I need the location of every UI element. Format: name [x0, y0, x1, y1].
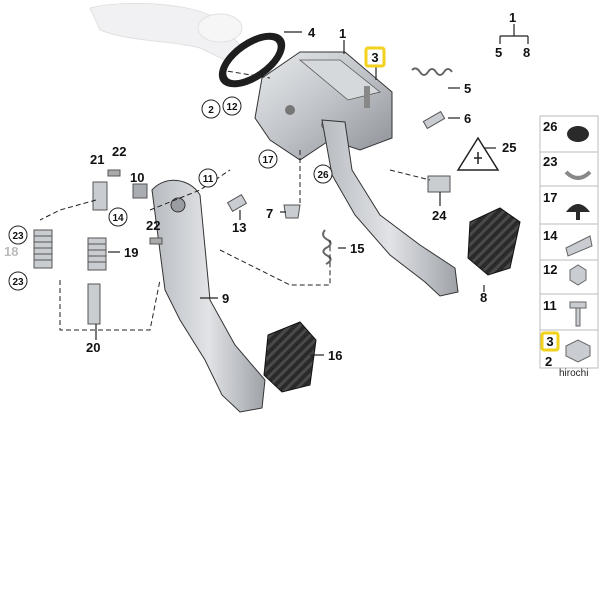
rubber-grommet-icon: [567, 126, 589, 142]
svg-text:23: 23: [12, 231, 24, 242]
svg-text:12: 12: [226, 102, 238, 113]
callout-6: 6: [464, 111, 471, 126]
callout-13: 13: [232, 220, 246, 235]
svg-text:14: 14: [112, 213, 124, 224]
spring-15: [322, 229, 332, 265]
svg-text:26: 26: [317, 170, 329, 181]
callout-4: 4: [308, 25, 316, 40]
legend-item-23: 23: [539, 151, 599, 187]
callout-18: 18: [4, 244, 18, 259]
callout-21: 21: [90, 152, 104, 167]
callouts: 1 4 5 6 25 24 15 8 9 16 19 20 21 22 22 1…: [4, 10, 530, 363]
svg-text:11: 11: [203, 174, 214, 185]
circled-callouts: 2 12 11 17 26 14 23 23: [8, 96, 333, 291]
circle-callout-23b: 23: [8, 271, 28, 291]
legend-item-26: 26: [539, 115, 599, 153]
callout-9: 9: [222, 291, 229, 306]
clip-icon: [564, 170, 592, 180]
callout-16: 16: [328, 348, 342, 363]
return-spring-5: [411, 67, 453, 76]
circle-callout-12: 12: [222, 96, 242, 116]
spring-clip-icon: [565, 235, 593, 257]
svg-text:14: 14: [543, 228, 558, 243]
bolt-13: [226, 193, 248, 213]
callout-24: 24: [432, 208, 447, 223]
circle-callout-17: 17: [258, 149, 278, 169]
rod-20: [87, 283, 101, 325]
callout-22b: 22: [146, 218, 160, 233]
sensor-24: [427, 175, 451, 193]
pin-22a: [107, 169, 121, 177]
spring-19: [87, 237, 107, 271]
callout-10: 10: [130, 170, 144, 185]
circle-callout-14: 14: [108, 207, 128, 227]
collar-nut-icon: [565, 339, 591, 363]
booster-ghost: [89, 2, 243, 61]
svg-text:11: 11: [543, 298, 557, 313]
svg-text:2: 2: [545, 354, 552, 369]
callout-8: 8: [480, 290, 487, 305]
clutch-pedal-pad: [263, 321, 317, 393]
pin-6: [422, 110, 446, 130]
svg-text:17: 17: [262, 155, 274, 166]
key-child-b: 8: [523, 45, 530, 60]
svg-text:17: 17: [543, 190, 557, 205]
hex-nut-icon: [569, 264, 587, 286]
clutch-pedal: [151, 179, 266, 413]
legend-item-17: 17: [539, 185, 599, 225]
pedal-bracket: [254, 51, 393, 161]
svg-text:2: 2: [208, 105, 214, 116]
circle-callout-11: 11: [198, 168, 218, 188]
svg-text:3: 3: [546, 334, 553, 349]
svg-text:12: 12: [543, 262, 557, 277]
legend-item-11: 11: [539, 293, 599, 331]
legend-item-14: 14: [539, 223, 599, 261]
parts-legend: 26 23 17 14 12 11: [539, 115, 599, 369]
key-parent: 1: [509, 10, 516, 25]
pin-21: [92, 181, 108, 211]
watermark: hirochi: [559, 368, 588, 379]
circle-callout-23a: 23: [8, 225, 28, 245]
gasket-ring: [218, 32, 286, 88]
callout-19: 19: [124, 245, 138, 260]
key-child-a: 5: [495, 45, 502, 60]
brake-pedal-pad: [467, 207, 521, 276]
svg-text:23: 23: [12, 277, 24, 288]
circle-callout-26: 26: [313, 164, 333, 184]
callout-3-highlight: 3: [364, 46, 386, 68]
callout-15: 15: [350, 241, 364, 256]
callout-22a: 22: [112, 144, 126, 159]
assist-spring-23: [33, 229, 53, 269]
brake-pedal: [321, 119, 459, 297]
clip-7: [283, 204, 301, 219]
pin-22b: [149, 237, 163, 245]
svg-text:23: 23: [543, 154, 557, 169]
bushing-10: [132, 183, 148, 199]
callout-20: 20: [86, 340, 100, 355]
callout-25: 25: [502, 140, 516, 155]
callout-7: 7: [266, 206, 273, 221]
svg-text:3: 3: [371, 50, 378, 65]
legend-item-3: 3 2: [539, 329, 599, 369]
svg-text:26: 26: [543, 119, 557, 134]
callout-5: 5: [464, 81, 471, 96]
hex-bolt-icon: [569, 301, 587, 327]
circle-callout-2: 2: [201, 99, 221, 119]
warning-triangle-icon: [456, 136, 500, 171]
leader-lines: [39, 24, 529, 356]
legend-item-12: 12: [539, 259, 599, 295]
push-rivet-icon: [566, 204, 590, 220]
callout-1: 1: [339, 26, 346, 41]
